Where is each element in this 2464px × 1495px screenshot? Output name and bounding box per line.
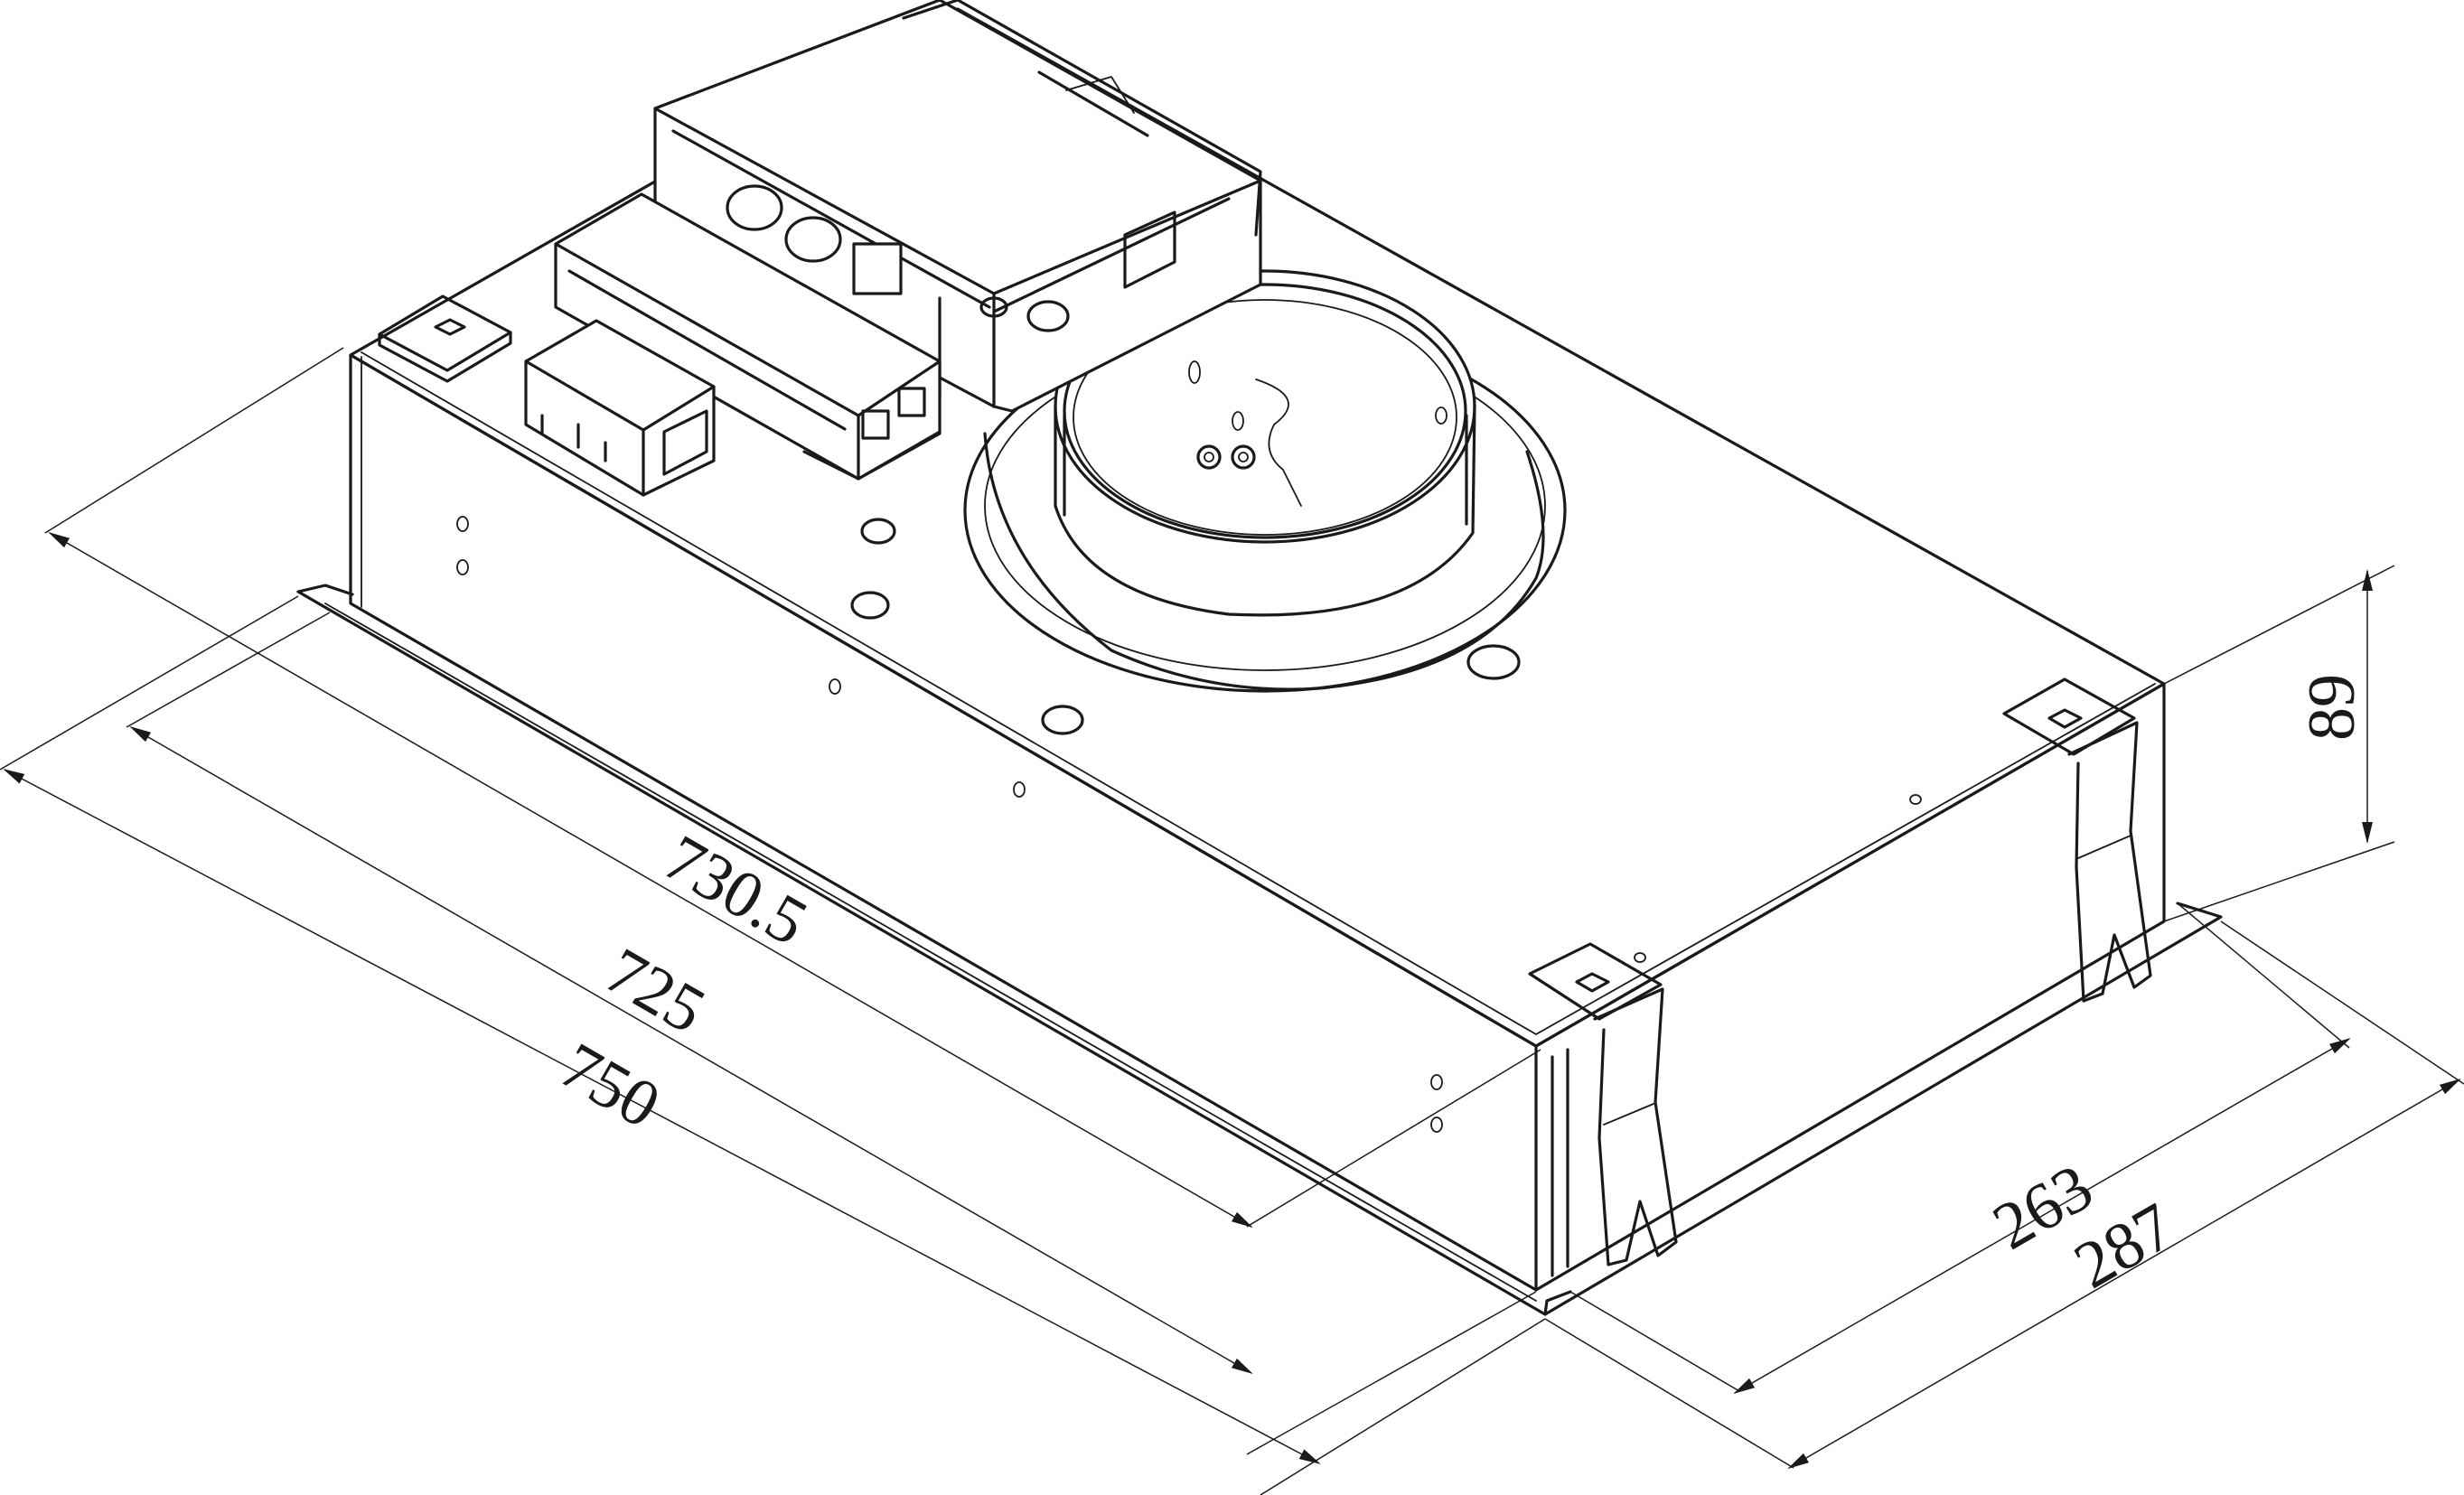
dim-label-89: 89 <box>2295 674 2369 741</box>
duct-collar <box>963 269 1567 693</box>
mounting-brackets <box>378 294 2152 1266</box>
dim-line-750 <box>3 769 1321 1464</box>
capacitor-unit <box>554 192 942 481</box>
dimension-lines <box>0 347 2464 1495</box>
dim-line-287 <box>1787 1078 2461 1470</box>
dim-label-725: 725 <box>594 934 717 1049</box>
motor-box <box>653 0 1262 413</box>
dim-label-750: 750 <box>548 1029 672 1144</box>
dim-line-730-5 <box>48 531 1253 1229</box>
dim-label-730-5: 730.5 <box>652 821 820 960</box>
terminal-block <box>524 319 716 497</box>
bottom-flange <box>296 590 2223 1316</box>
